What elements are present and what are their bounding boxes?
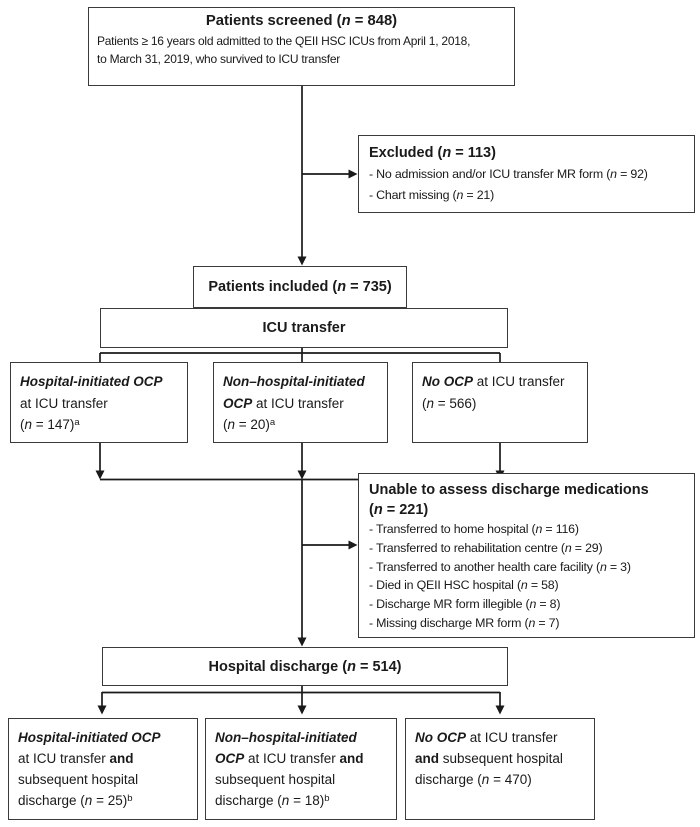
text-line: - No admission and/or ICU transfer MR fo… (369, 167, 648, 181)
text-line: Hospital-initiated OCP (20, 374, 163, 389)
no-ocp-discharge-text: No OCP at ICU transfer and subsequent hos… (415, 727, 585, 790)
text-line: Patients screened (n = 848) (205, 13, 398, 29)
text-line: - Transferred to another health care fac… (369, 559, 631, 574)
unable-to-assess-reasons-list: - Transferred to home hospital (n = 116)… (369, 520, 684, 633)
text-line: Patients included (n = 735) (208, 279, 392, 295)
patients-included-title: Patients included (n = 735) (208, 279, 391, 295)
text-line: Patients ≥ 16 years old admitted to the … (97, 34, 471, 48)
node-hospital-initiated-ocp: Hospital-initiated OCP at ICU transfer (n … (10, 362, 188, 443)
text-line: (n = 147)a (20, 416, 80, 433)
node-excluded: Excluded (n = 113) - No admission and/or… (358, 135, 695, 213)
junction-discharge-to-groups (102, 686, 500, 694)
text-line: at ICU transfer (20, 395, 108, 411)
text-line: discharge (n = 18)b (215, 792, 330, 809)
text-line: subsequent hospital (18, 772, 139, 787)
text-line: No OCP at ICU transfer (422, 374, 565, 389)
text-line: - Missing discharge MR form (n = 7) (369, 615, 560, 630)
text-line: and subsequent hospital (415, 751, 563, 766)
text-line: to March 31, 2019, who survived to ICU t… (97, 52, 341, 66)
text-line: Hospital-initiated OCP (18, 730, 161, 745)
node-unable-to-assess: Unable to assess discharge medications (n… (358, 473, 695, 638)
hospital-initiated-ocp-text: Hospital-initiated OCP at ICU transfer (n … (20, 371, 178, 438)
text-line: - Chart missing (n = 21) (369, 188, 495, 202)
text-line: Excluded (n = 113) (369, 145, 496, 161)
text-line: (n = 20)a (223, 416, 276, 433)
text-line: Non–hospital-initiated (215, 730, 357, 745)
node-patients-included: Patients included (n = 735) (193, 266, 407, 308)
text-line: Unable to assess discharge medications (369, 482, 649, 498)
text-line: OCP at ICU transfer and (215, 751, 364, 766)
hospital-initiated-ocp-discharge-text: Hospital-initiated OCP at ICU transfer an… (18, 727, 188, 813)
junction-icu-to-groups (99, 347, 501, 362)
patients-screened-description: Patients ≥ 16 years old admitted to the … (97, 32, 506, 68)
excluded-reasons-list: - No admission and/or ICU transfer MR fo… (369, 164, 684, 206)
text-line: Non–hospital-initiated (223, 374, 365, 389)
text-line: discharge (n = 25)b (18, 792, 133, 809)
bar-icu-transfer: ICU transfer (100, 308, 508, 348)
text-line: OCP at ICU transfer (223, 395, 344, 411)
text-line: - Transferred to home hospital (n = 116) (369, 522, 579, 536)
bar-hospital-discharge: Hospital discharge (n = 514) (102, 647, 508, 686)
hospital-discharge-title: Hospital discharge (n = 514) (209, 659, 402, 675)
patients-screened-title: Patients screened (n = 848) (97, 11, 506, 32)
text-line: Hospital discharge (n = 514) (208, 658, 402, 675)
text-line: discharge (n = 470) (415, 772, 532, 787)
text-line: at ICU transfer and (18, 751, 134, 766)
text-line: - Died in QEII HSC hospital (n = 58) (369, 578, 559, 593)
text-line: (n = 566) (422, 395, 477, 411)
text-line: No OCP at ICU transfer (415, 730, 558, 745)
text-line: - Discharge MR form illegible (n = 8) (369, 597, 561, 612)
node-patients-screened: Patients screened (n = 848) Patients ≥ 1… (88, 7, 515, 86)
icu-transfer-label: ICU transfer (262, 320, 346, 336)
no-ocp-text: No OCP at ICU transfer (n = 566) (422, 371, 578, 414)
node-no-ocp: No OCP at ICU transfer (n = 566) (412, 362, 588, 443)
node-hospital-initiated-ocp-discharge: Hospital-initiated OCP at ICU transfer an… (8, 718, 198, 820)
text-line: - Transferred to rehabilitation centre (… (369, 540, 603, 555)
text-line: (n = 221) (369, 502, 429, 518)
excluded-title: Excluded (n = 113) (369, 142, 684, 164)
text-line: subsequent hospital (215, 772, 336, 787)
node-no-ocp-discharge: No OCP at ICU transfer and subsequent hos… (405, 718, 595, 820)
unable-to-assess-title: Unable to assess discharge medications (n… (369, 480, 684, 520)
